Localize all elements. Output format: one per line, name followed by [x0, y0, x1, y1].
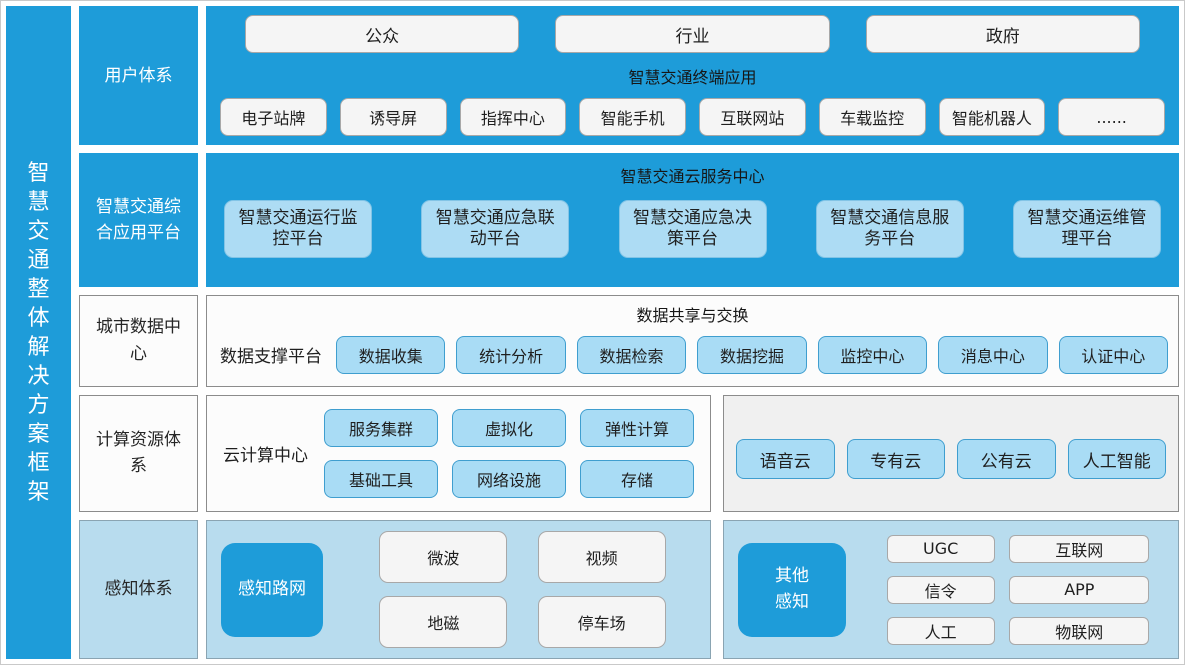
- framework-rows: 用户体系 公众 行业 政府 智慧交通终端应用 电子站牌 诱导屏 指挥中心 智能手…: [79, 6, 1179, 660]
- row-computing-resources: 计算资源体系 云计算中心 服务集群 虚拟化 弹性计算 基础工具 网络设施 存储 …: [79, 394, 1179, 513]
- node-iot: 物联网: [1009, 616, 1150, 645]
- node-geomagnetic: 地磁: [379, 596, 508, 649]
- terminal-nodes-group: 电子站牌 诱导屏 指挥中心 智能手机 互联网站 车载监控 智能机器人 .....…: [220, 98, 1165, 137]
- node-guidance-screen: 诱导屏: [339, 98, 447, 137]
- cloud-computing-center-panel: 云计算中心 服务集群 虚拟化 弹性计算 基础工具 网络设施 存储: [206, 394, 711, 513]
- node-signaling: 信令: [886, 575, 995, 604]
- node-operation-monitoring-platform: 智慧交通运行监控平台: [224, 200, 372, 259]
- node-parking-lot: 停车场: [537, 596, 666, 649]
- framework-title: 智慧交通整体解决方案框架: [27, 160, 50, 505]
- sensing-panels: 感知路网 微波 视频 地磁 停车场 其他感知 UGC 互联网 信令 APP: [206, 520, 1179, 660]
- user-system-panel: 公众 行业 政府 智慧交通终端应用 电子站牌 诱导屏 指挥中心 智能手机 互联网…: [206, 6, 1179, 146]
- terminal-apps-caption: 智慧交通终端应用: [628, 67, 757, 87]
- other-sensing-items-group: UGC 互联网 信令 APP 人工 物联网: [872, 534, 1164, 645]
- node-manual: 人工: [886, 616, 995, 645]
- node-road-network-sensing: 感知路网: [221, 542, 323, 637]
- node-virtualization: 虚拟化: [452, 408, 566, 447]
- row-label-sensing-system: 感知体系: [79, 520, 198, 660]
- other-sensing-panel: 其他感知 UGC 互联网 信令 APP 人工 物联网: [723, 520, 1179, 660]
- data-sharing-caption: 数据共享与交换: [636, 305, 749, 325]
- node-artificial-intelligence: 人工智能: [1067, 439, 1166, 480]
- data-services-group: 数据支撑平台 数据收集 统计分析 数据检索 数据挖掘 监控中心 消息中心 认证中…: [217, 335, 1168, 374]
- node-voice-cloud: 语音云: [736, 439, 835, 480]
- node-emergency-linkage-platform: 智慧交通应急联动平台: [421, 200, 570, 259]
- row-application-platform: 智慧交通综合应用平台 智慧交通云服务中心 智慧交通运行监控平台 智慧交通应急联动…: [79, 153, 1179, 287]
- node-operation-maintenance-platform: 智慧交通运维管理平台: [1013, 200, 1161, 259]
- data-support-platform-label: 数据支撑平台: [220, 347, 322, 368]
- row-sensing-system: 感知体系 感知路网 微波 视频 地磁 停车场 其他感知 UGC 互联网: [79, 520, 1179, 660]
- node-network-facilities: 网络设施: [452, 459, 566, 498]
- node-app: APP: [1009, 575, 1150, 604]
- node-industry: 行业: [555, 15, 830, 53]
- node-electronic-stop-board: 电子站牌: [220, 98, 327, 137]
- cloud-items-group: 服务集群 虚拟化 弹性计算 基础工具 网络设施 存储: [324, 408, 694, 498]
- row-user-system: 用户体系 公众 行业 政府 智慧交通终端应用 电子站牌 诱导屏 指挥中心 智能手…: [79, 6, 1179, 146]
- row-label-user-system: 用户体系: [79, 6, 198, 146]
- row-label-application-platform: 智慧交通综合应用平台: [79, 153, 198, 287]
- node-data-mining: 数据挖掘: [697, 335, 807, 374]
- node-private-cloud: 专有云: [846, 439, 945, 480]
- row-label-city-data-center: 城市数据中心: [79, 294, 198, 387]
- node-public-cloud: 公有云: [957, 439, 1056, 480]
- node-statistical-analysis: 统计分析: [456, 335, 566, 374]
- node-microwave: 微波: [379, 531, 508, 584]
- cloud-service-center-caption: 智慧交通云服务中心: [620, 167, 765, 187]
- cloud-service-center-panel: 智慧交通云服务中心 智慧交通运行监控平台 智慧交通应急联动平台 智慧交通应急决策…: [206, 153, 1179, 287]
- road-sensing-items-group: 微波 视频 地磁 停车场: [349, 531, 696, 649]
- node-public: 公众: [245, 15, 520, 53]
- road-network-sensing-panel: 感知路网 微波 视频 地磁 停车场: [206, 520, 711, 660]
- cloud-types-panel: 语音云 专有云 公有云 人工智能: [723, 394, 1179, 513]
- node-intelligent-robot: 智能机器人: [938, 98, 1046, 137]
- node-authentication-center: 认证中心: [1058, 335, 1168, 374]
- node-vehicle-monitoring: 车载监控: [818, 98, 926, 137]
- user-roles-group: 公众 行业 政府: [220, 15, 1165, 53]
- node-command-center: 指挥中心: [459, 98, 567, 137]
- node-smartphone: 智能手机: [579, 98, 686, 137]
- node-basic-tools: 基础工具: [324, 459, 438, 498]
- node-government: 政府: [865, 15, 1140, 53]
- node-monitoring-center: 监控中心: [817, 335, 928, 374]
- node-internet: 互联网: [1009, 534, 1150, 563]
- node-information-service-platform: 智慧交通信息服务平台: [815, 200, 964, 259]
- node-video: 视频: [537, 531, 666, 584]
- node-storage: 存储: [580, 459, 694, 498]
- cloud-computing-center-label: 云计算中心: [223, 445, 308, 466]
- node-internet-site: 互联网站: [699, 98, 806, 137]
- platform-nodes-group: 智慧交通运行监控平台 智慧交通应急联动平台 智慧交通应急决策平台 智慧交通信息服…: [218, 200, 1167, 259]
- computing-panels: 云计算中心 服务集群 虚拟化 弹性计算 基础工具 网络设施 存储 语音云 专有云…: [206, 394, 1179, 513]
- framework-title-bar: 智慧交通整体解决方案框架: [6, 6, 71, 659]
- node-ugc: UGC: [886, 534, 995, 563]
- node-message-center: 消息中心: [938, 335, 1048, 374]
- node-elastic-computing: 弹性计算: [580, 408, 694, 447]
- row-label-computing-resources: 计算资源体系: [79, 394, 198, 513]
- row-city-data-center: 城市数据中心 数据共享与交换 数据支撑平台 数据收集 统计分析 数据检索 数据挖…: [79, 294, 1179, 387]
- data-center-panel: 数据共享与交换 数据支撑平台 数据收集 统计分析 数据检索 数据挖掘 监控中心 …: [206, 294, 1179, 387]
- node-data-collection: 数据收集: [336, 335, 446, 374]
- node-server-cluster: 服务集群: [324, 408, 438, 447]
- node-data-retrieval: 数据检索: [576, 335, 687, 374]
- node-ellipsis: ......: [1058, 98, 1165, 137]
- node-other-sensing: 其他感知: [738, 542, 846, 637]
- node-emergency-decision-platform: 智慧交通应急决策平台: [618, 200, 767, 259]
